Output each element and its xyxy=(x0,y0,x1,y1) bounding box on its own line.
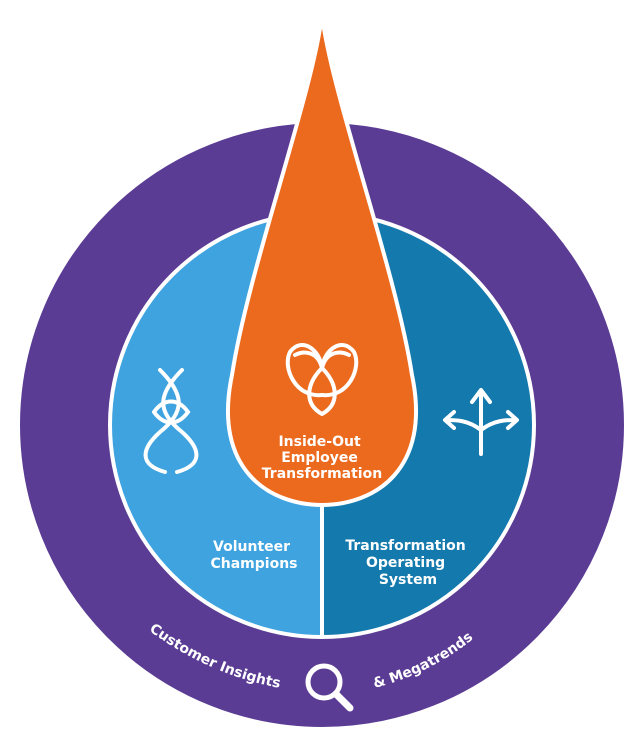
center-label-line: Transformation xyxy=(262,466,382,482)
right-label-line: Operating xyxy=(366,555,445,571)
left-label: Volunteer Champions xyxy=(210,539,297,572)
directions-arrows-icon xyxy=(443,388,519,456)
center-label-line: Inside-Out xyxy=(278,434,361,450)
trefoil-icon xyxy=(285,343,359,416)
center-label: Inside-Out Employee Transformation xyxy=(262,434,382,482)
left-label-line: Volunteer xyxy=(213,539,290,555)
right-label-line: Transformation xyxy=(345,538,465,554)
right-label: Transformation Operating System xyxy=(345,538,470,588)
right-label-line: System xyxy=(379,572,437,588)
center-teardrop xyxy=(225,12,419,507)
knot-icon xyxy=(143,368,199,474)
center-label-line: Employee xyxy=(281,450,358,466)
left-label-line: Champions xyxy=(210,556,297,572)
magnifier-icon xyxy=(305,663,354,712)
